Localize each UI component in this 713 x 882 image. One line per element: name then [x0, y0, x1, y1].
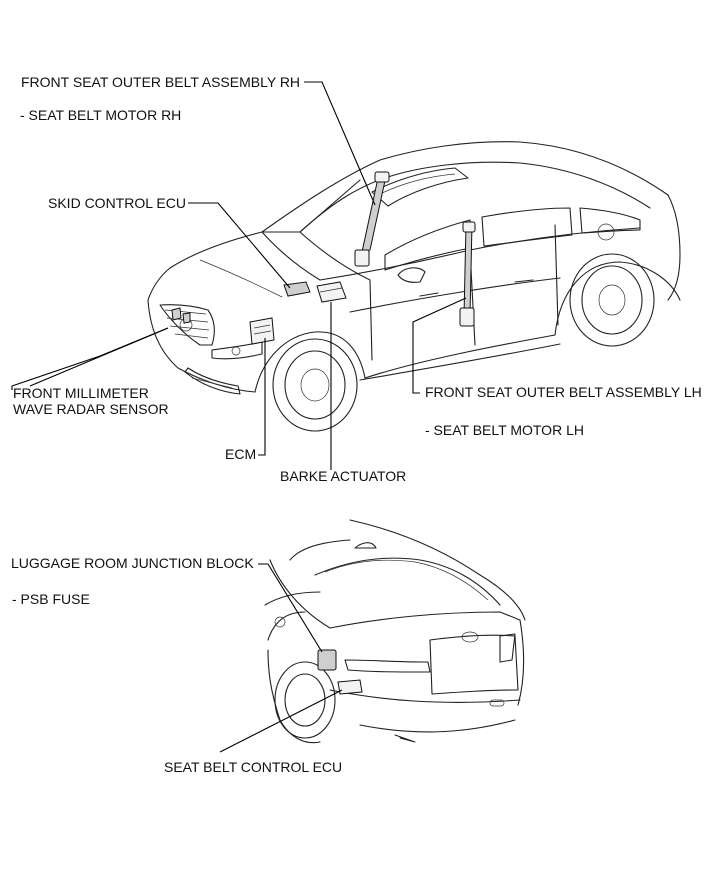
- label-luggage-junction-block: LUGGAGE ROOM JUNCTION BLOCK: [11, 555, 254, 571]
- rear-leader-lines: [219, 563, 343, 753]
- ecm-part: [249, 317, 275, 345]
- luggage-junction-block-part: [317, 649, 337, 671]
- rear-car-components: [317, 649, 363, 695]
- label-seat-belt-motor-rh: - SEAT BELT MOTOR RH: [20, 107, 182, 123]
- label-skid-control-ecu: SKID CONTROL ECU: [48, 195, 186, 211]
- label-front-seat-belt-lh: FRONT SEAT OUTER BELT ASSEMBLY LH: [425, 384, 702, 400]
- front-seat-belt-rh-part: [361, 175, 387, 253]
- skid-control-ecu-part: [283, 281, 311, 297]
- label-front-seat-belt-rh: FRONT SEAT OUTER BELT ASSEMBLY RH: [21, 74, 301, 90]
- label-ecm: ECM: [225, 446, 257, 462]
- label-seat-belt-motor-lh: - SEAT BELT MOTOR LH: [425, 422, 584, 438]
- front-car-components: [171, 171, 476, 345]
- label-psb-fuse: - PSB FUSE: [12, 591, 90, 607]
- label-front-radar-line2: WAVE RADAR SENSOR: [13, 401, 169, 417]
- rear-car-illustration: [264, 519, 526, 744]
- label-seat-belt-control-ecu: SEAT BELT CONTROL ECU: [164, 759, 343, 775]
- seat-belt-control-ecu-part: [337, 679, 363, 695]
- front-radar-sensor-part: [171, 307, 182, 321]
- label-front-radar-line1: FRONT MILLIMETER: [13, 385, 149, 401]
- front-leader-lines: [11, 81, 467, 470]
- front-seat-belt-lh-part: [463, 223, 473, 317]
- brake-actuator-part: [316, 281, 347, 303]
- label-brake-actuator: BARKE ACTUATOR: [280, 468, 407, 484]
